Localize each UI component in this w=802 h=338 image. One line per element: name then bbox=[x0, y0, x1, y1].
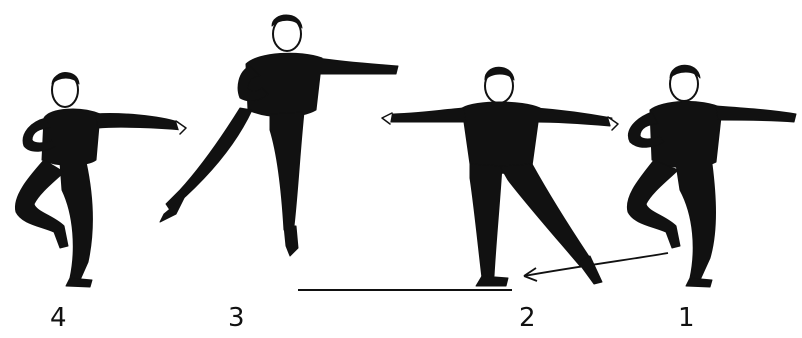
step-label-2: 2 bbox=[519, 305, 536, 331]
dancer-figure-4 bbox=[15, 73, 186, 287]
dancer-figure-2 bbox=[382, 67, 618, 286]
step-label-3: 3 bbox=[228, 305, 245, 331]
dancer-figure-3 bbox=[160, 15, 398, 256]
step-label-4: 4 bbox=[50, 305, 67, 331]
step-label-1: 1 bbox=[678, 305, 695, 331]
dancer-figure-1 bbox=[627, 65, 796, 287]
